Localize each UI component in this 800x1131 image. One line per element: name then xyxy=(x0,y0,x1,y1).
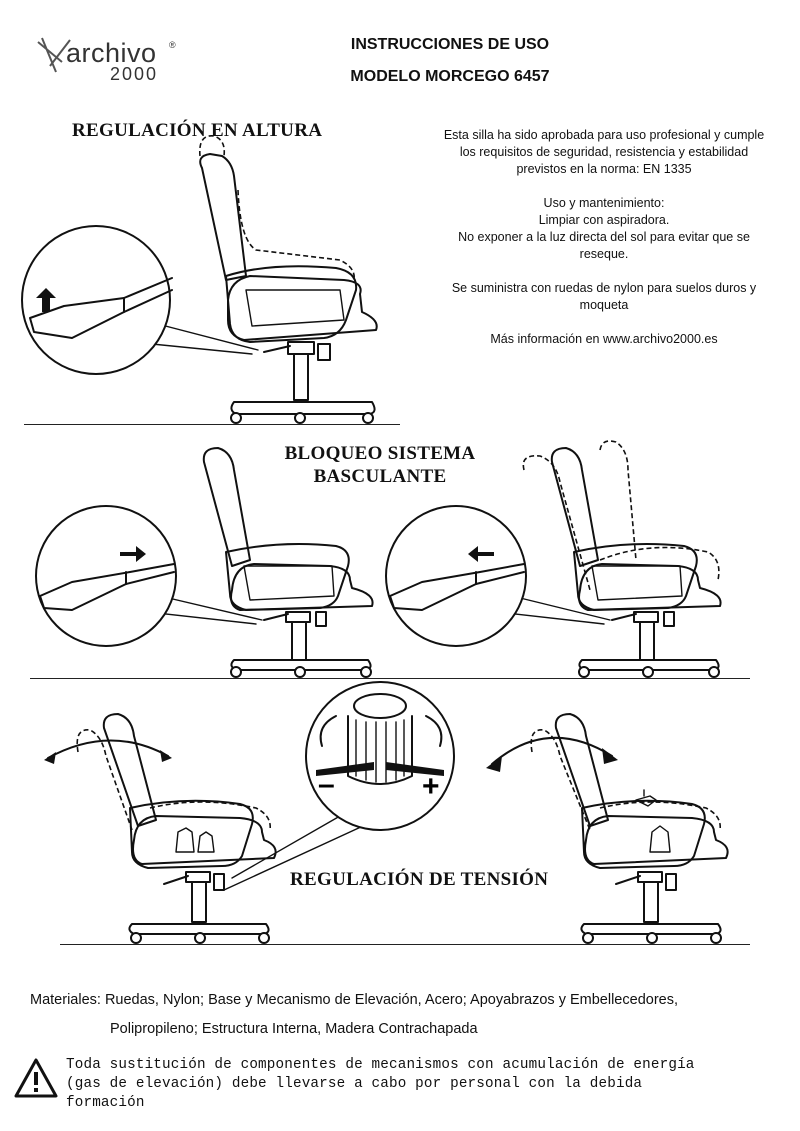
arrow-right-icon xyxy=(120,546,146,562)
tilt-lock-line2: BASCULANTE xyxy=(313,466,447,487)
floor-line xyxy=(60,944,750,945)
brand-number: 2000 xyxy=(110,64,159,84)
tilt-lock-line1: BLOQUEO SISTEMA xyxy=(284,443,476,464)
approval-text: Esta silla ha sido aprobada para uso pro… xyxy=(443,128,765,176)
more-info-text: Más información en www.archivo2000.es xyxy=(490,332,718,346)
section-tilt-lock-title: BLOQUEO SISTEMA BASCULANTE xyxy=(250,442,510,488)
section-height-title: REGULACIÓN EN ALTURA xyxy=(72,120,323,141)
brand-name: archivo xyxy=(66,38,157,68)
warning-line-3: formación xyxy=(66,1095,145,1111)
model-title: MODELO MORCEGO 6457 xyxy=(350,68,550,85)
logo-mark-icon xyxy=(37,37,71,73)
warning-line-1: Toda sustitución de componentes de mecan… xyxy=(66,1057,695,1073)
care-title: Uso y mantenimiento: xyxy=(543,196,665,210)
arrow-left-icon xyxy=(468,546,494,562)
care-line-1: Limpiar con aspiradora. xyxy=(538,213,670,227)
section-tension-title: REGULACIÓN DE TENSIÓN xyxy=(290,869,549,890)
care-line-2: No exponer a la luz directa del sol para… xyxy=(458,230,750,261)
floor-line xyxy=(24,424,400,425)
doc-title: INSTRUCCIONES DE USO xyxy=(350,36,550,53)
warning-text: Toda sustitución de componentes de mecan… xyxy=(66,1056,796,1113)
materials-line-1: Materiales: Ruedas, Nylon; Base y Mecani… xyxy=(30,992,678,1008)
minus-symbol: – xyxy=(318,768,335,801)
plus-symbol: + xyxy=(422,770,440,803)
materials-block: Materiales: Ruedas, Nylon; Base y Mecani… xyxy=(30,986,790,1044)
info-block: Esta silla ha sido aprobada para uso pro… xyxy=(440,127,768,365)
warning-triangle-icon xyxy=(14,1058,58,1098)
wheels-text: Se suministra con ruedas de nylon para s… xyxy=(451,281,757,312)
warning-line-2: (gas de elevación) debe llevarse a cabo … xyxy=(66,1076,643,1092)
brand-registered: ® xyxy=(169,40,176,50)
brand-logo: archivo ® 2000 xyxy=(36,36,186,88)
materials-line-2: Polipropileno; Estructura Interna, Mader… xyxy=(110,1021,478,1037)
floor-line xyxy=(30,678,750,679)
